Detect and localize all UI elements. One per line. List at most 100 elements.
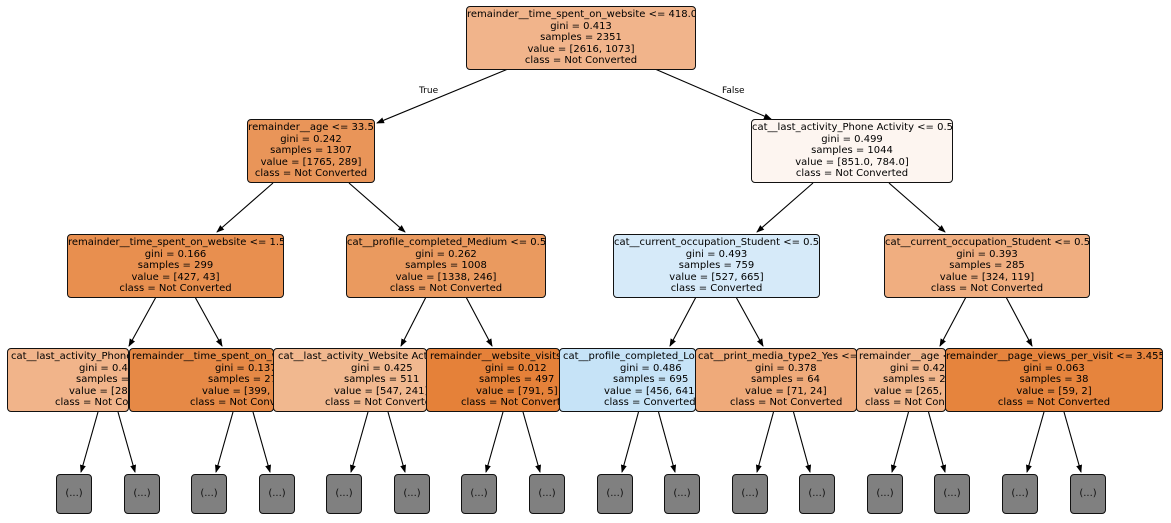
node-class: class = Not Converted (524, 55, 638, 67)
node-samples: samples = 759 (678, 260, 755, 272)
truncated-subtree-node: (...) (191, 474, 227, 514)
tree-edge-arrow (522, 411, 541, 473)
node-split-condition: remainder__page_views_per_visit <= 3.455 (946, 351, 1163, 362)
node-value: value = [1338, 246] (395, 271, 497, 283)
node-split-condition: cat__profile_completed_Medium <= 0.5 (347, 237, 546, 248)
node-split-condition: cat__profile_completed_Low (563, 351, 696, 362)
truncated-subtree-node: (...) (394, 474, 430, 514)
tree-edge-arrow (756, 182, 814, 233)
edge-label-false: False (722, 86, 745, 96)
node-value: value = [28 (69, 385, 128, 397)
tree-edge-arrow (194, 296, 223, 347)
node-class: class = Not Converte (325, 397, 427, 409)
node-samples: samples = 64 (751, 374, 821, 386)
node-samples: samples = 1008 (405, 260, 487, 272)
node-gini: gini = 0.486 (620, 362, 682, 374)
tree-node-root: remainder__time_spent_on_website <= 418.… (466, 6, 696, 70)
tree-edge-arrow (888, 182, 946, 233)
node-samples: samples = 27 (208, 374, 274, 386)
node-class: class = Not Converted (795, 168, 909, 180)
tree-edge-arrow (1063, 411, 1082, 473)
node-class: class = Not Conv (190, 397, 274, 409)
truncated-subtree-node: (...) (732, 474, 768, 514)
node-samples: samples = 2 (883, 374, 946, 386)
tree-edge-arrow (128, 296, 157, 347)
truncated-subtree-node: (...) (1002, 474, 1038, 514)
tree-edge-arrow (927, 411, 947, 473)
tree-edge-arrow (252, 411, 271, 473)
node-value: value = [547, 241] (334, 385, 427, 397)
node-split-condition: cat__last_activity_Phone (11, 351, 129, 362)
tree-edge-arrow (939, 296, 967, 347)
tree-edge-arrow (1026, 411, 1045, 473)
node-value: value = [791, 5] (476, 385, 558, 397)
tree-edge-arrow (117, 411, 136, 473)
truncated-subtree-node: (...) (529, 474, 565, 514)
node-split-condition: remainder__age < (859, 351, 946, 362)
node-gini: gini = 0.063 (1023, 362, 1085, 374)
truncated-subtree-node: (...) (867, 474, 903, 514)
node-split-condition: cat__last_activity_Website Acti (278, 351, 427, 362)
truncated-subtree-node: (...) (124, 474, 160, 514)
node-split-condition: cat__current_occupation_Student <= 0.5 (885, 237, 1090, 248)
node-value: value = [527, 665] (669, 271, 764, 283)
node-gini: gini = 0.493 (685, 248, 748, 260)
node-class: class = Not Converte (461, 397, 560, 409)
node-gini: gini = 0.425 (351, 362, 413, 374)
truncated-subtree-node: (...) (664, 474, 700, 514)
tree-edge-arrow (654, 68, 772, 120)
tree-node-l4f: cat__print_media_type2_Yes <=gini = 0.37… (695, 348, 857, 412)
node-samples: samples = (76, 374, 129, 386)
node-gini: gini = 0.499 (821, 133, 883, 145)
node-value: value = [456, 641] (604, 385, 696, 397)
node-gini: gini = 0.393 (956, 248, 1018, 260)
node-gini: gini = 0.166 (144, 248, 207, 260)
edge-label-true: True (419, 86, 439, 96)
node-samples: samples = 1044 (811, 145, 893, 157)
tree-edge-arrow (350, 411, 369, 473)
node-split-condition: cat__last_activity_Phone Activity <= 0.5 (752, 122, 953, 133)
node-samples: samples = 511 (344, 374, 420, 386)
node-class: class = Not Conv (865, 397, 946, 409)
tree-node-l2b: cat__last_activity_Phone Activity <= 0.5… (751, 119, 953, 183)
node-samples: samples = 285 (949, 260, 1025, 272)
node-value: value = [265, (874, 385, 943, 397)
node-class: class = Not Co (55, 397, 129, 409)
tree-edge-arrow (465, 296, 493, 347)
node-value: value = [71, 24] (745, 385, 827, 397)
node-samples: samples = 497 (479, 374, 555, 386)
tree-edge-arrow (792, 411, 812, 473)
tree-edge-arrow (348, 182, 406, 233)
truncated-subtree-node: (...) (934, 474, 970, 514)
node-value: value = [324, 119] (939, 271, 1035, 283)
node-samples: samples = 38 (1019, 374, 1089, 386)
node-value: value = [1765, 289] (260, 156, 362, 168)
truncated-subtree-node: (...) (326, 474, 362, 514)
tree-edge-arrow (890, 411, 910, 473)
tree-edge-arrow (669, 296, 697, 347)
node-value: value = [427, 43] (131, 271, 220, 283)
node-class: class = Not Converted (930, 283, 1044, 295)
tree-edge-arrow (216, 182, 274, 233)
node-value: value = [59, 2] (1016, 385, 1092, 397)
truncated-subtree-node: (...) (259, 474, 295, 514)
node-gini: gini = 0.378 (755, 362, 817, 374)
node-split-condition: remainder__age <= 33.5 (248, 122, 374, 133)
node-gini: gini = 0.137 (215, 362, 274, 374)
node-samples: samples = 2351 (540, 32, 622, 44)
node-gini: gini = 0.40 (79, 362, 129, 374)
tree-edge-arrow (735, 296, 764, 347)
node-class: class = Not Converted (119, 283, 232, 295)
tree-edge-arrow (387, 411, 406, 473)
